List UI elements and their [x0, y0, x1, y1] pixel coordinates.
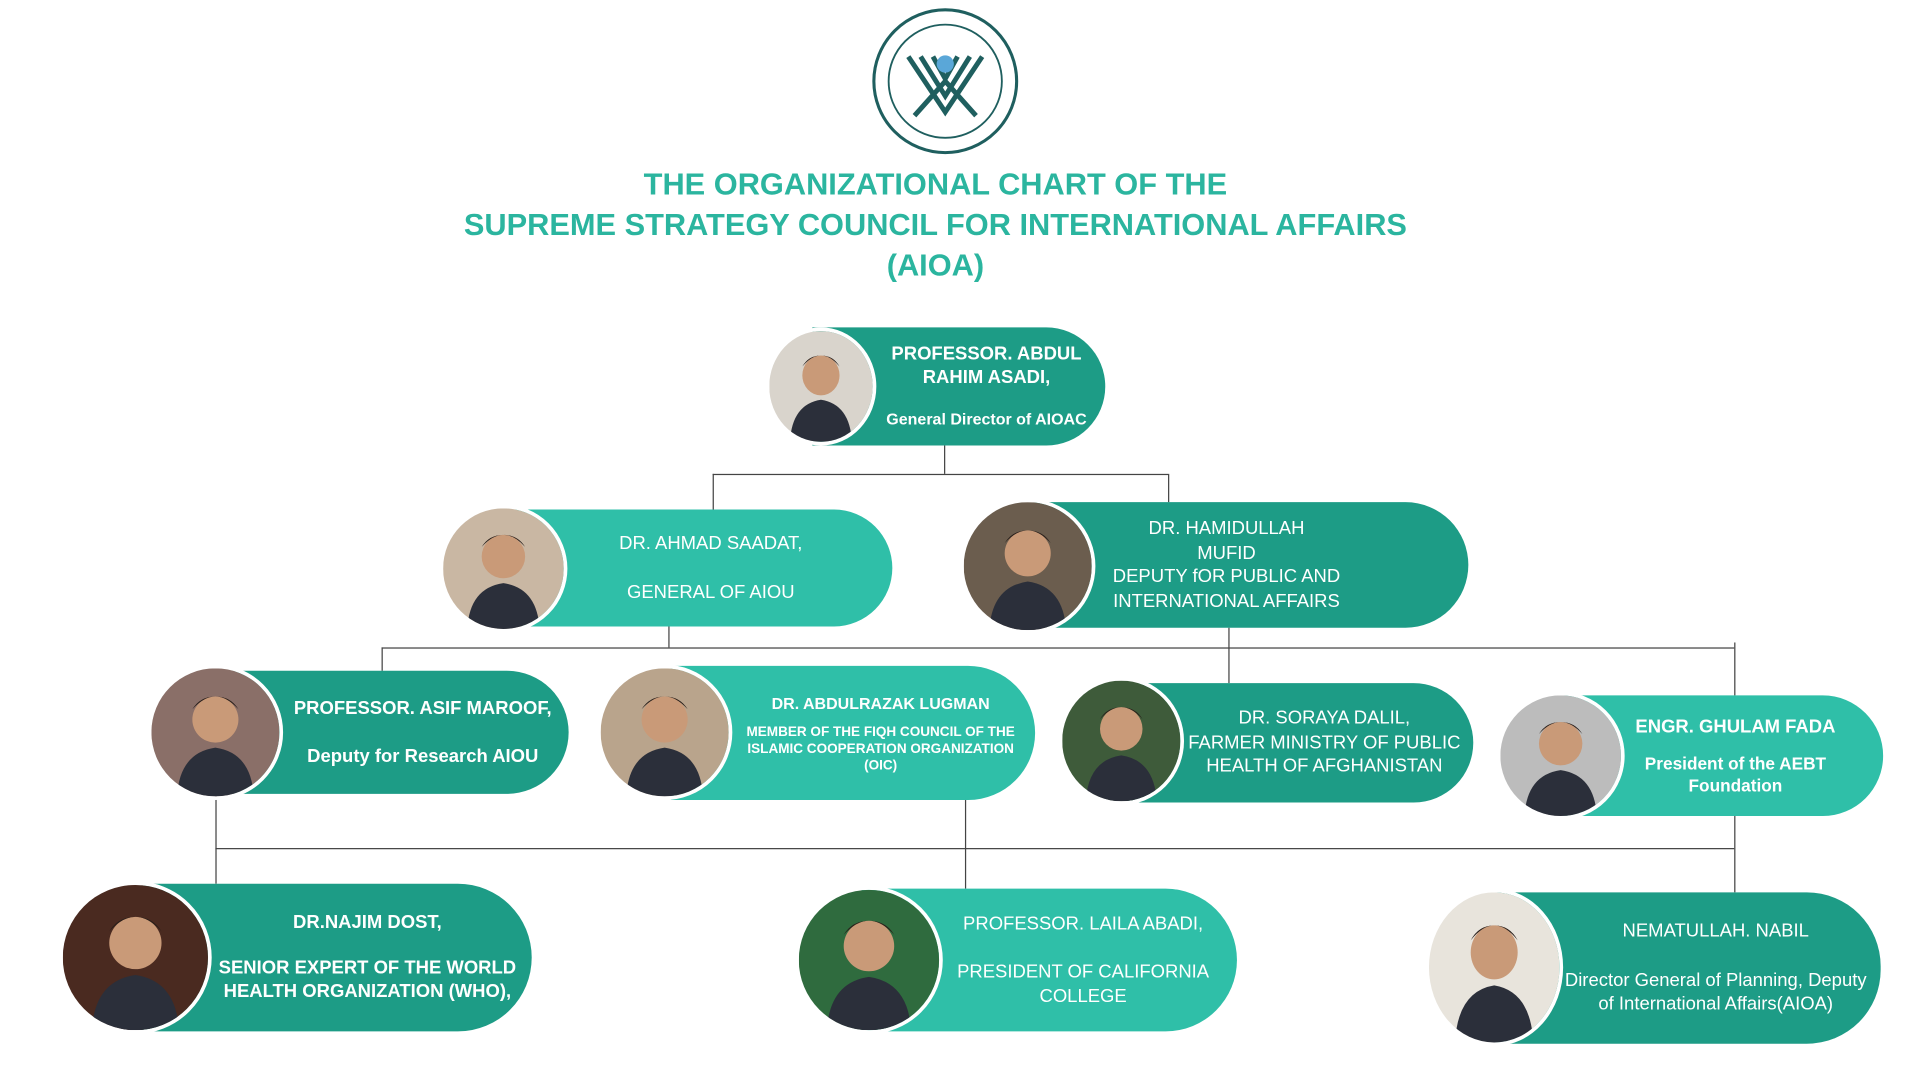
- member-photo: [795, 886, 943, 1034]
- member-name: PROFESSOR. ASIF MAROOF,: [293, 697, 552, 719]
- member-photo: [1058, 676, 1185, 805]
- connector: [215, 848, 1735, 850]
- connector: [215, 793, 217, 884]
- member-role: Deputy for Research AIOU: [307, 745, 539, 767]
- member-name: DR. SORAYA DALIL,: [1238, 708, 1411, 729]
- member-name: RAHIM ASADI,: [922, 367, 1051, 389]
- member-card-ahmad-saadat: DR. AHMAD SAADAT, GENERAL OF AIOU: [504, 509, 893, 627]
- member-name: DR. HAMIDULLAH: [1148, 518, 1305, 540]
- member-photo: [960, 498, 1096, 634]
- connector: [668, 626, 670, 648]
- member-role: General Director of AIOAC: [886, 409, 1087, 429]
- member-role: INTERNATIONAL AFFAIRS: [1113, 590, 1340, 612]
- connector: [712, 473, 715, 510]
- title-line-2: SUPREME STRATEGY COUNCIL FOR INTERNATION…: [463, 208, 1407, 243]
- member-name: DR. AHMAD SAADAT,: [619, 532, 803, 554]
- member-card-asif-maroof: PROFESSOR. ASIF MAROOF, Deputy for Resea…: [227, 670, 569, 794]
- title-line-1: THE ORGANIZATIONAL CHART OF THE: [643, 167, 1228, 202]
- member-role: PRESIDENT OF CALIFORNIA COLLEGE: [957, 961, 1210, 1007]
- connector: [381, 647, 384, 671]
- title-line-3: (AIOA): [886, 248, 985, 284]
- chart-title: THE ORGANIZATIONAL CHART OF THE SUPREME …: [0, 165, 1871, 287]
- connector: [712, 473, 1169, 476]
- member-name: DR.NAJIM DOST,: [293, 912, 442, 934]
- connector: [944, 445, 946, 474]
- connector: [964, 800, 967, 889]
- member-name: MUFID: [1197, 542, 1256, 564]
- member-role: GENERAL OF AIOU: [626, 582, 795, 604]
- connector: [1734, 816, 1736, 893]
- member-card-soraya-dalil: DR. SORAYA DALIL, FARMER MINISTRY OF PUB…: [1126, 683, 1474, 803]
- member-name: PROFESSOR. LAILA ABADI,: [963, 912, 1204, 934]
- connector: [1168, 473, 1170, 503]
- member-photo: [147, 664, 284, 801]
- member-role: MEMBER OF THE FIQH COUNCIL OF THE ISLAMI…: [746, 724, 1015, 773]
- member-photo: [59, 881, 212, 1034]
- member-role: HEALTH OF AFGHANISTAN: [1206, 756, 1443, 777]
- member-name: DR. ABDULRAZAK LUGMAN: [771, 693, 990, 713]
- member-photo: [1496, 691, 1625, 820]
- connector: [1734, 642, 1736, 696]
- connector: [1228, 627, 1230, 684]
- member-name: NEMATULLAH. NABIL: [1622, 920, 1809, 942]
- member-role: Director General of Planning, Deputy of …: [1564, 969, 1867, 1015]
- member-role: President of the AEBT Foundation: [1644, 752, 1827, 795]
- member-role: SENIOR EXPERT OF THE WORLD HEALTH ORGANI…: [218, 957, 517, 1003]
- member-photo: [765, 327, 877, 446]
- member-name: PROFESSOR. ABDUL: [891, 343, 1082, 365]
- member-photo: [596, 664, 733, 801]
- member-role: FARMER MINISTRY OF PUBLIC: [1188, 732, 1461, 753]
- member-photo: [439, 504, 568, 633]
- member-role: DEPUTY fOR PUBLIC AND: [1112, 566, 1341, 588]
- member-photo: [1425, 888, 1564, 1047]
- academy-logo: [871, 7, 1019, 155]
- member-card-hamidullah-mufid: DR. HAMIDULLAH MUFID DEPUTY fOR PUBLIC A…: [1033, 502, 1469, 628]
- member-name: ENGR. GHULAM FADA: [1635, 716, 1836, 738]
- connector: [381, 647, 1735, 649]
